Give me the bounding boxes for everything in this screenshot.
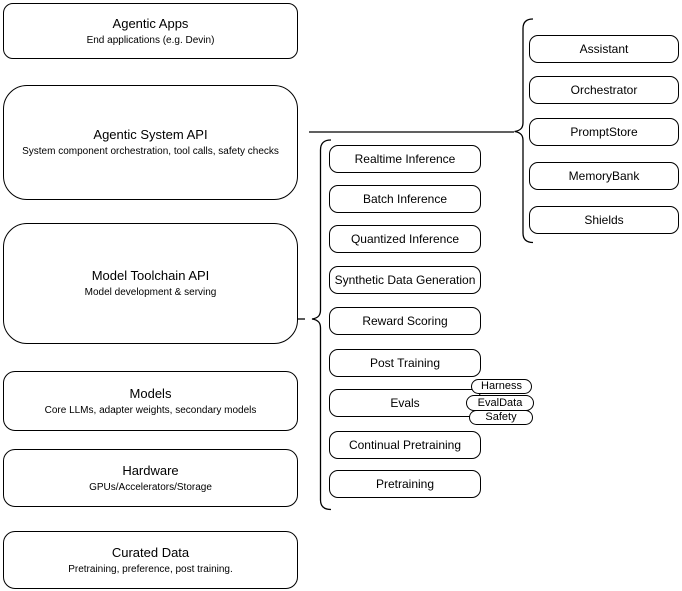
node-evals: Evals <box>329 389 481 417</box>
node-agentic-apps: Agentic Apps End applications (e.g. Devi… <box>3 3 298 59</box>
node-hardware: Hardware GPUs/Accelerators/Storage <box>3 449 298 507</box>
node-agentic-system-api: Agentic System API System component orch… <box>3 85 298 200</box>
node-subtitle: Pretraining, preference, post training. <box>68 563 233 575</box>
node-subtitle: System component orchestration, tool cal… <box>22 146 279 157</box>
middle-column-brace <box>311 139 332 511</box>
node-shields: Shields <box>529 206 679 234</box>
node-title: Curated Data <box>111 544 190 560</box>
node-subtitle: Core LLMs, adapter weights, secondary mo… <box>44 404 257 416</box>
right-column-brace <box>514 18 534 244</box>
node-reward-scoring: Reward Scoring <box>329 307 481 335</box>
node-post-training: Post Training <box>329 349 481 377</box>
pill-safety: Safety <box>469 410 533 425</box>
node-models: Models Core LLMs, adapter weights, secon… <box>3 371 298 431</box>
node-pretraining: Pretraining <box>329 470 481 498</box>
node-title: Agentic Apps <box>112 15 189 31</box>
node-subtitle: GPUs/Accelerators/Storage <box>89 481 212 493</box>
node-curated-data: Curated Data Pretraining, preference, po… <box>3 531 298 589</box>
node-continual-pretraining: Continual Pretraining <box>329 431 481 459</box>
node-memorybank: MemoryBank <box>529 162 679 190</box>
node-promptstore: PromptStore <box>529 118 679 146</box>
node-assistant: Assistant <box>529 35 679 63</box>
node-subtitle: Model development & serving <box>84 287 217 298</box>
node-title: Hardware <box>122 462 179 478</box>
node-title: Models <box>129 385 172 401</box>
pill-evaldata: EvalData <box>466 395 534 411</box>
node-synthetic-data-generation: Synthetic Data Generation <box>329 266 481 294</box>
pill-harness: Harness <box>471 379 532 394</box>
node-title: Model Toolchain API <box>91 268 210 283</box>
node-model-toolchain-api: Model Toolchain API Model development & … <box>3 223 298 344</box>
node-title: Agentic System API <box>93 127 208 142</box>
node-batch-inference: Batch Inference <box>329 185 481 213</box>
node-quantized-inference: Quantized Inference <box>329 225 481 253</box>
node-orchestrator: Orchestrator <box>529 76 679 104</box>
node-subtitle: End applications (e.g. Devin) <box>86 34 215 46</box>
node-realtime-inference: Realtime Inference <box>329 145 481 173</box>
